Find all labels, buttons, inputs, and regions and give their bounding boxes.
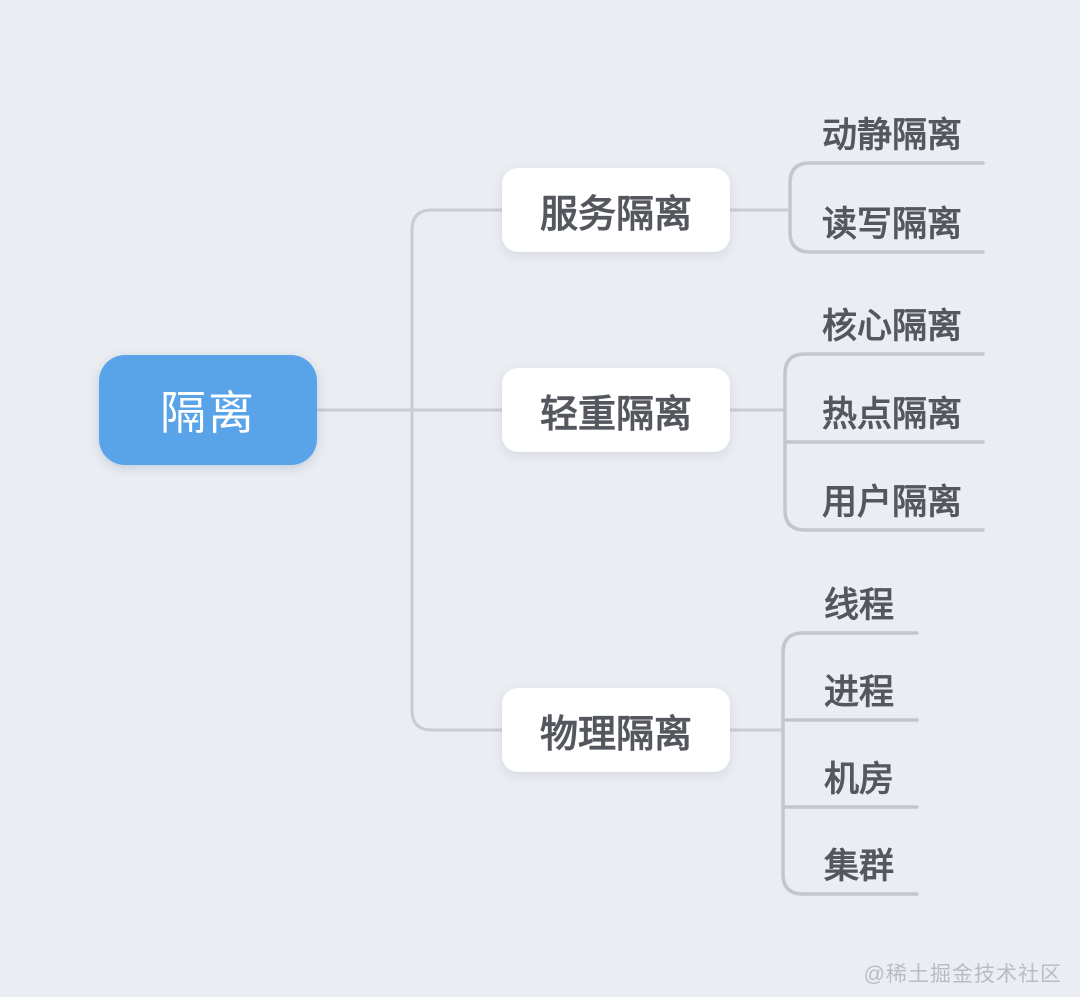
subtopic-hotspot-isolation: 热点隔离 (821, 395, 962, 434)
edge-branch2-children (781, 631, 919, 896)
watermark-juejin-community: @稀土掘金技术社区 (863, 963, 1062, 986)
subtopic-process: 进程 (823, 673, 894, 712)
topic-root-isolation: 隔离 (99, 355, 317, 465)
subtopic-read-write-isolation: 读写隔离 (821, 205, 962, 244)
subtopic-thread: 线程 (823, 586, 894, 625)
subtopic-server-room: 机房 (823, 760, 894, 799)
topic-physical-isolation: 物理隔离 (502, 688, 730, 772)
topic-light-heavy-isolation: 轻重隔离 (502, 368, 730, 452)
edge-root-trunk (410, 208, 504, 732)
subtopic-core-isolation: 核心隔离 (821, 307, 962, 346)
subtopic-user-isolation: 用户隔离 (821, 483, 962, 522)
subtopic-dynamic-static-isolation: 动静隔离 (821, 116, 962, 155)
topic-service-isolation: 服务隔离 (502, 168, 730, 252)
subtopic-cluster: 集群 (823, 847, 894, 886)
edge-branch0-children (788, 161, 985, 254)
